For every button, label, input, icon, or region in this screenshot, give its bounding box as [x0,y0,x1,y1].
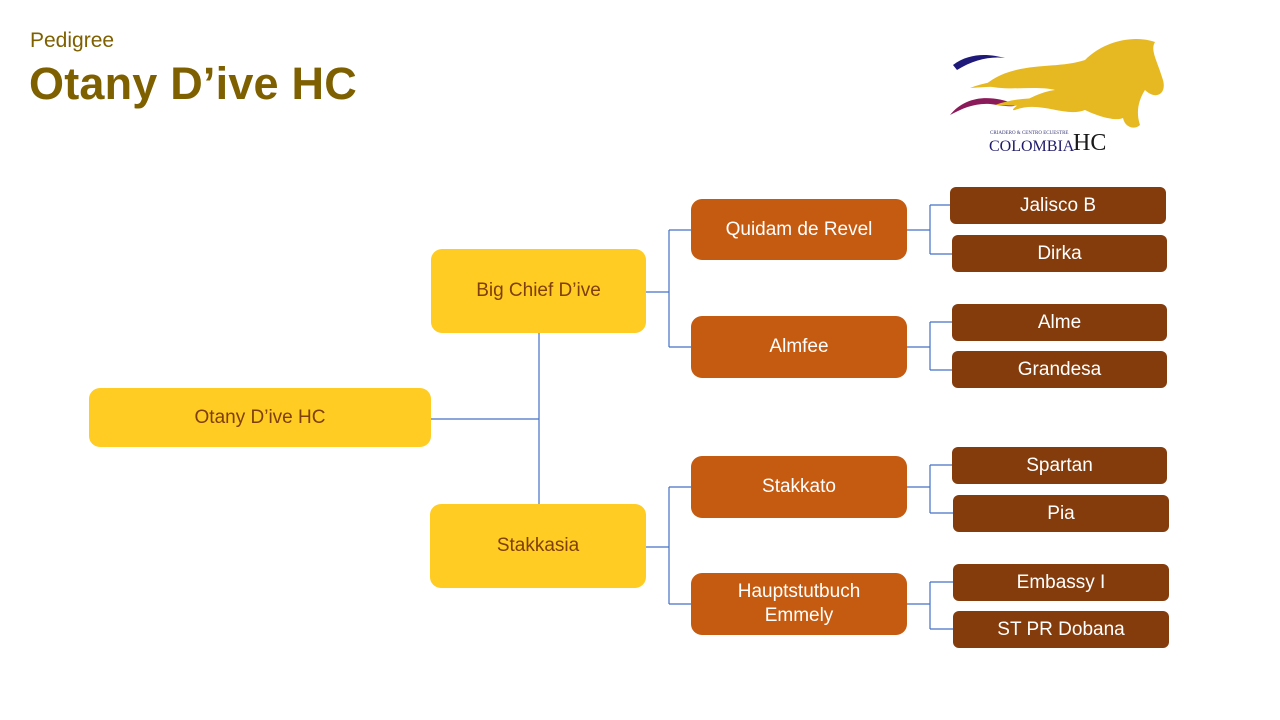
connector-stakkato [907,464,953,514]
connector-subject-parents [431,333,540,504]
page-subtitle: Pedigree [30,29,115,52]
connector-sire-grandparents [646,229,691,348]
page-title: Otany D’ive HC [29,58,357,109]
node-sire-sire-dam[interactable]: Dirka [952,235,1167,272]
node-sire-sire-sire[interactable]: Jalisco B [950,187,1166,224]
node-subject[interactable]: Otany D’ive HC [89,388,431,447]
colombia-hc-logo: CRIADERO & CENTRO ECUESTRE COLOMBIA HC [945,30,1170,165]
node-dam-dam[interactable]: Hauptstutbuch Emmely [691,573,907,635]
node-sire-dam[interactable]: Almfee [691,316,907,378]
connector-quidam [907,204,952,255]
node-dam-dam-sire[interactable]: Embassy I [953,564,1169,601]
horse-logo-icon [950,39,1164,128]
node-dam-sire-dam[interactable]: Pia [953,495,1169,532]
logo-tagline: CRIADERO & CENTRO ECUESTRE [990,131,1069,136]
node-dam-dam-dam[interactable]: ST PR Dobana [953,611,1169,648]
connector-emmely [907,581,953,630]
node-dam-sire-sire[interactable]: Spartan [952,447,1167,484]
node-dam[interactable]: Stakkasia [430,504,646,588]
node-sire-sire[interactable]: Quidam de Revel [691,199,907,260]
node-sire-dam-sire[interactable]: Alme [952,304,1167,341]
node-sire[interactable]: Big Chief D’ive [431,249,646,333]
logo-monogram: HC [1073,130,1107,156]
node-dam-sire[interactable]: Stakkato [691,456,907,518]
logo-name: COLOMBIA [989,138,1075,155]
connector-dam-grandparents [646,486,691,605]
connector-almfee [907,321,952,371]
node-sire-dam-dam[interactable]: Grandesa [952,351,1167,388]
